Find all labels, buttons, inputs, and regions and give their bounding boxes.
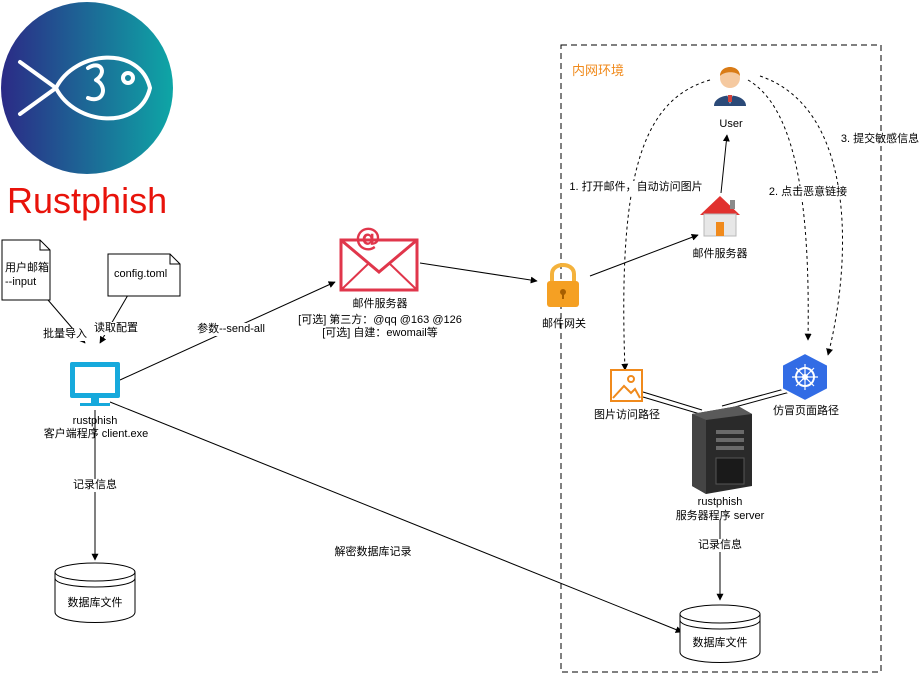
edge-submit-info [759, 75, 844, 356]
mail-envelope-icon: @ [339, 223, 419, 292]
client-subtitle: 客户端程序 client.exe [43, 428, 149, 440]
svg-text:@: @ [355, 223, 381, 253]
input-file-label: 用户邮箱 --input [5, 262, 49, 288]
link-image-server-a [642, 391, 703, 411]
brand-title: Rustphish [7, 180, 168, 221]
server-db-label: 数据库文件 [692, 637, 748, 649]
client-monitor-icon [70, 362, 120, 406]
edge-click-link [747, 79, 812, 341]
edge-label-batch-import: 批量导入 [42, 328, 88, 341]
user-icon [714, 67, 746, 106]
phish-page-icon [781, 351, 829, 403]
user-label: User [719, 118, 743, 130]
client-db-label: 数据库文件 [67, 597, 123, 609]
rustphish-logo [1, 2, 173, 174]
edge-label-read-config: 读取配置 [93, 322, 139, 335]
connectors [47, 134, 791, 633]
mail-server-option-1: [可选] 第三方：@qq @163 @126 [298, 314, 462, 326]
edge-label-submit-info: 3. 提交敏感信息 [839, 133, 921, 146]
edge-mail-to-gateway [419, 262, 538, 284]
edge-label-click-link: 2. 点击恶意链接 [767, 186, 849, 199]
gateway-label: 邮件网关 [542, 318, 586, 330]
edge-label-record-client: 记录信息 [72, 479, 118, 492]
edge-decrypt [109, 401, 683, 633]
lock-icon [547, 263, 579, 307]
image-icon [610, 369, 643, 402]
input-file-note [1, 239, 51, 301]
client-db-cylinder [54, 562, 136, 623]
intranet-label: 内网环境 [572, 63, 625, 78]
server-name: rustphish [697, 496, 743, 508]
edge-label-open-mail: 1. 打开邮件，自动访问图片 [568, 181, 704, 194]
intranet-boundary [560, 44, 882, 673]
config-file-label: config.toml [114, 268, 168, 280]
server-subtitle: 服务器程序 server [675, 510, 765, 522]
link-phish-server-a [721, 387, 789, 407]
client-name: rustphish [72, 415, 118, 427]
phish-page-label: 仿冒页面路径 [773, 405, 839, 417]
server-db-cylinder [679, 604, 761, 663]
edge-label-send-all: 参数--send-all [196, 323, 266, 336]
edge-mailserver-to-user [720, 134, 730, 194]
config-file-note [107, 253, 181, 297]
edge-gateway-to-mailserver [589, 233, 699, 277]
server-tower-icon [692, 406, 752, 494]
mail-server-title: 邮件服务器 [352, 298, 408, 310]
image-path-label: 图片访问路径 [594, 409, 660, 421]
edge-label-decrypt: 解密数据库记录 [333, 546, 413, 559]
link-image-server-b [642, 396, 701, 415]
mail-server-option-2: [可选] 自建：ewomail等 [322, 327, 438, 339]
edge-open-mail [621, 79, 711, 371]
intranet-mailserver-label: 邮件服务器 [692, 248, 748, 260]
edge-label-record-server: 记录信息 [697, 539, 743, 552]
house-mailserver-icon [700, 196, 740, 237]
edge-read-config [99, 294, 129, 344]
